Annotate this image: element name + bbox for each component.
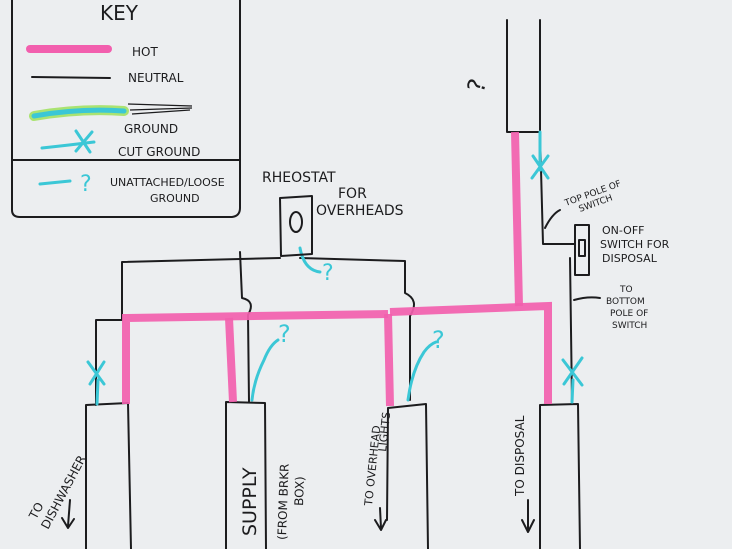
- neutral-overhead-drop: [299, 257, 415, 401]
- key-border: [11, 0, 241, 218]
- key-loose-ground-swatch: ?: [38, 172, 92, 197]
- unknown-box: [506, 19, 541, 133]
- ground-wires: ? ? ?: [86, 130, 584, 406]
- svg-text:BOX): BOX): [292, 476, 307, 506]
- rheostat-box: [279, 195, 313, 257]
- hot-supply: [225, 317, 237, 403]
- switch-bottom-wire: [569, 257, 573, 403]
- switch-body: [574, 224, 590, 276]
- ground-disposal-cut: [561, 356, 584, 404]
- rheostat: RHEOSTAT FOR OVERHEADS: [262, 170, 404, 257]
- key-loose-ground-label: UNATTACHED/LOOSE: [110, 176, 225, 189]
- key-loose-question-mark: ?: [80, 172, 92, 197]
- cable-disposal: [539, 403, 581, 549]
- key-ground-swatch: [29, 103, 193, 121]
- hot-switch-feed: [511, 131, 523, 307]
- ground-overhead-loose: ?: [406, 326, 445, 402]
- rheostat-knob: [289, 211, 303, 233]
- svg-text:SUPPLY: SUPPLY: [239, 467, 261, 536]
- switch-main-label-3: DISPOSAL: [602, 252, 658, 265]
- cables: [85, 401, 581, 549]
- svg-text:TO DISPOSAL: TO DISPOSAL: [513, 415, 527, 497]
- switch-bottom-label-3: POLE OF: [610, 309, 648, 319]
- key-neutral-swatch: [31, 76, 111, 79]
- svg-text:?: ?: [278, 320, 291, 348]
- key-ground-label: GROUND: [124, 122, 178, 136]
- svg-text:(FROM BRKR: (FROM BRKR: [275, 463, 292, 540]
- switch-bottom-label-2: BOTTOM: [606, 297, 645, 307]
- supply-label: SUPPLY (FROM BRKR BOX): [239, 463, 307, 540]
- hot-disposal: [389, 301, 552, 404]
- switch-toggle: [578, 239, 586, 257]
- key-title: KEY: [100, 1, 139, 25]
- svg-text:LIGHTS: LIGHTS: [376, 411, 393, 452]
- overhead-label: TO OVERHEAD LIGHTS: [362, 411, 393, 531]
- svg-text:?: ?: [322, 261, 334, 286]
- disposal-label: TO DISPOSAL: [513, 415, 535, 533]
- key-hot-label: HOT: [132, 45, 158, 59]
- switch-bottom-pointer: [573, 296, 601, 301]
- key-loose-ground-label-2: GROUND: [150, 192, 200, 205]
- switch-main-label-2: SWITCH FOR: [600, 238, 670, 251]
- dishwasher-arrow: [61, 499, 75, 529]
- ground-unknown-cut: [530, 130, 550, 180]
- ground-rheostat-loose: ?: [298, 246, 334, 286]
- unknown-question-mark: ?: [462, 76, 492, 96]
- rheostat-label: RHEOSTAT: [262, 170, 336, 186]
- key-cut-ground-label: CUT GROUND: [118, 145, 200, 159]
- hot-dishwasher-run: [122, 310, 389, 404]
- cable-dishwasher: [85, 402, 132, 549]
- ground-supply-loose: ?: [250, 320, 291, 402]
- switch-top-pointer: [544, 209, 561, 229]
- cable-supply: [225, 401, 267, 549]
- switch-main-label: ON-OFF: [602, 224, 644, 237]
- svg-text:?: ?: [432, 326, 445, 354]
- rheostat-label-3: OVERHEADS: [316, 203, 404, 219]
- ground-dishwasher-cut: [86, 360, 106, 406]
- cable-overhead: [386, 403, 429, 549]
- dishwasher-label: TO DISHWASHER: [26, 453, 89, 531]
- key-legend: KEY HOT NEUTRAL GROUND CUT GROUND ? UNAT…: [11, 0, 241, 218]
- neutral-wires: [95, 19, 576, 406]
- overhead-arrow: [374, 507, 387, 531]
- disposal-switch: TOP POLE OF SWITCH ON-OFF SWITCH FOR DIS…: [544, 179, 670, 331]
- hot-wires: [122, 131, 552, 407]
- rheostat-label-2: FOR: [338, 186, 367, 202]
- hot-overhead: [384, 313, 394, 407]
- disposal-arrow: [521, 499, 535, 533]
- neutral-supply-drop: [239, 251, 252, 403]
- key-neutral-label: NEUTRAL: [128, 71, 184, 85]
- switch-bottom-label: TO: [619, 285, 633, 295]
- switch-bottom-label-4: SWITCH: [612, 321, 647, 331]
- key-cut-ground-swatch: [40, 129, 96, 154]
